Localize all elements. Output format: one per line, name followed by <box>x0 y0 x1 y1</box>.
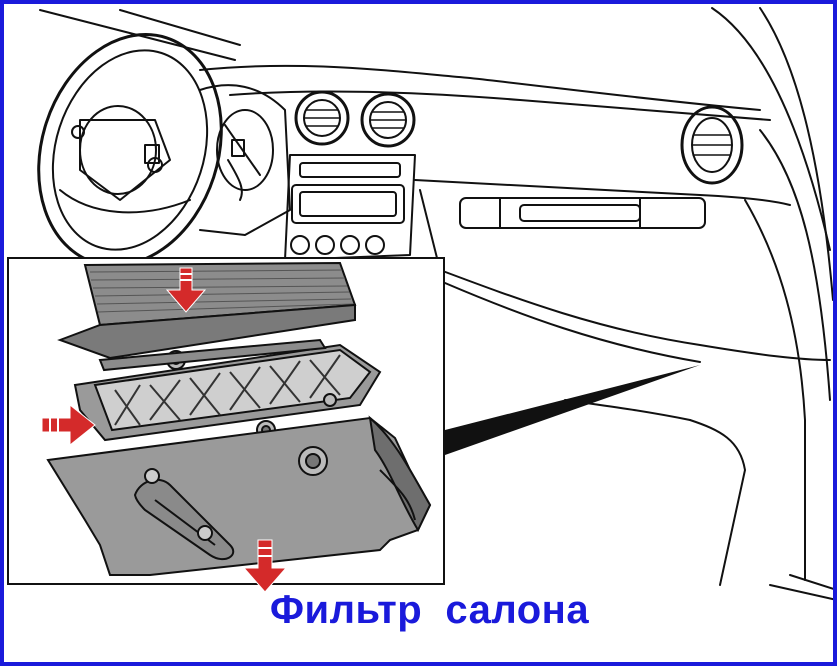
passenger-air-vent <box>680 105 744 185</box>
instrument-cluster <box>199 84 291 236</box>
center-air-vents <box>294 90 416 148</box>
inset-panel <box>7 257 445 593</box>
cabin-filter-element <box>57 261 357 360</box>
filter-cover-panel <box>46 415 432 576</box>
red-right-arrow-icon <box>41 403 96 447</box>
red-down-arrow-icon <box>242 539 288 593</box>
glovebox-handle <box>459 197 706 229</box>
filter-frame <box>73 338 382 442</box>
center-console <box>284 154 416 261</box>
red-down-arrow-icon <box>165 267 207 313</box>
callout-pointer <box>445 365 700 455</box>
caption-title: Фильтр салона <box>269 588 590 632</box>
